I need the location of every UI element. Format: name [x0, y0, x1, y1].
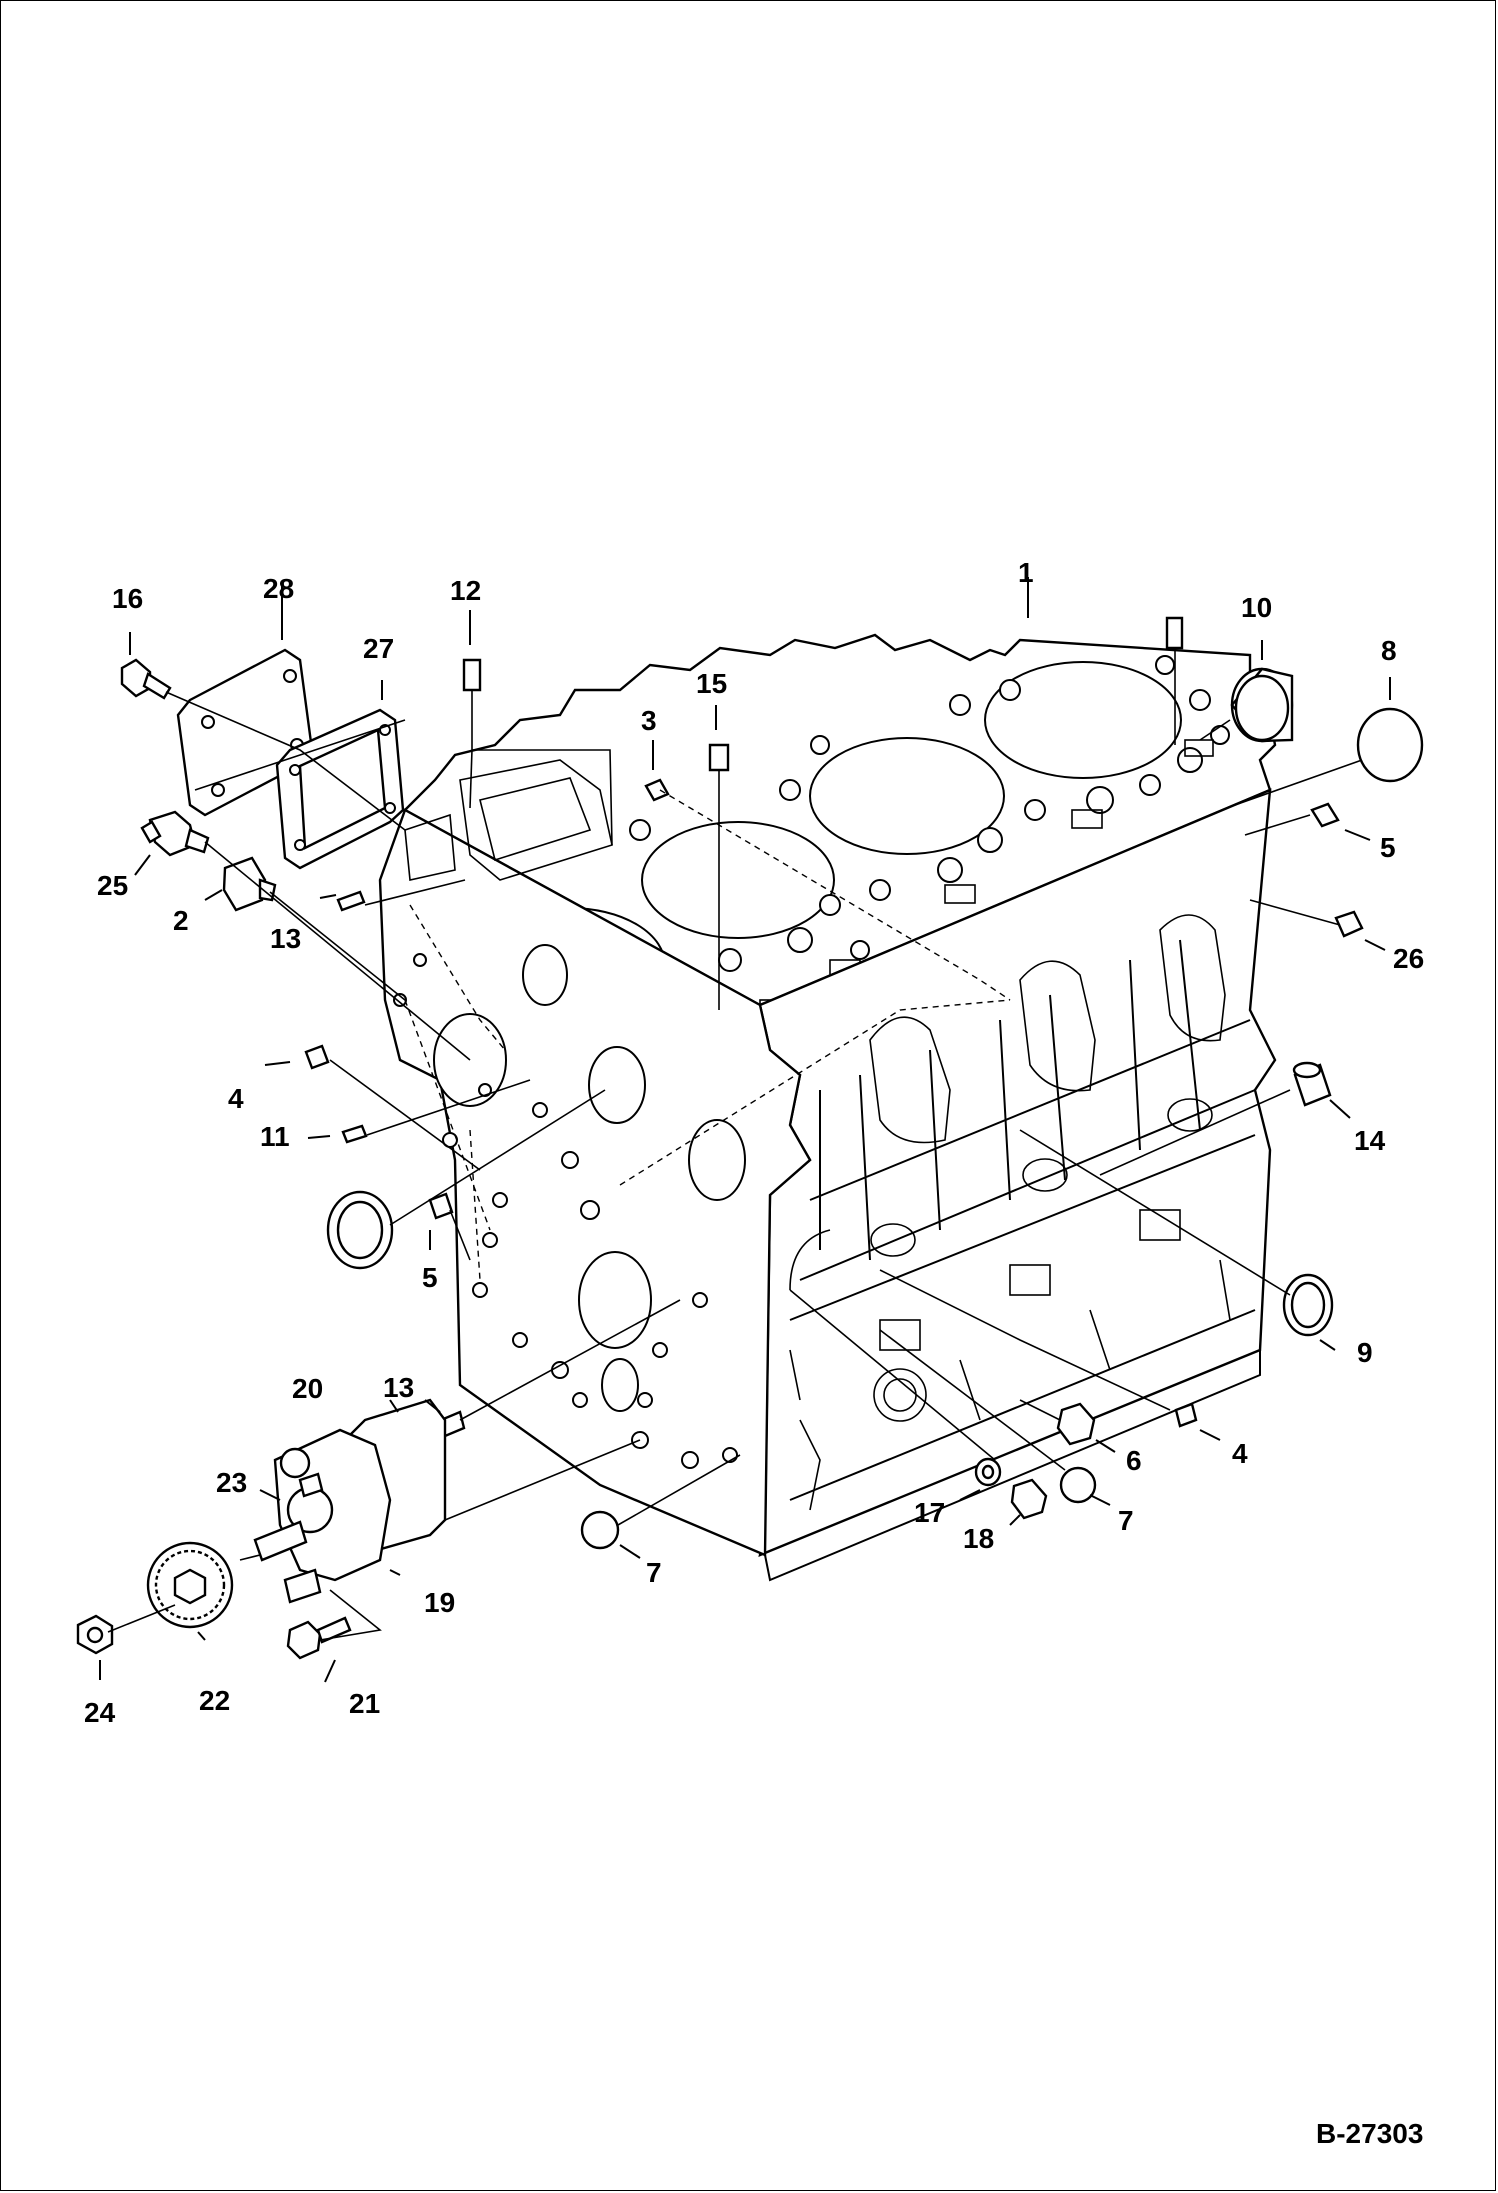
callout-20: 20: [292, 1373, 323, 1404]
part-6-plug: [1056, 1402, 1096, 1446]
part-5-plug-upper: [1310, 802, 1340, 828]
callout-19: 19: [424, 1587, 455, 1618]
part-7-cap-right: [1059, 1466, 1097, 1504]
callout-15: 15: [696, 668, 727, 699]
part-16-bolt: [120, 658, 172, 700]
part-18-plug: [1010, 1478, 1048, 1520]
part-4-plug-left: [304, 1044, 330, 1070]
callout-7-right: 7: [1118, 1505, 1134, 1536]
part-11-pin: [341, 1124, 368, 1144]
part-14-sleeve: [1292, 1061, 1332, 1107]
callout-17: 17: [914, 1497, 945, 1528]
callout-8: 8: [1381, 635, 1397, 666]
part-7-cap-left: [580, 1510, 620, 1550]
callout-6: 6: [1126, 1445, 1142, 1476]
cylinder-block: [378, 633, 1277, 1582]
part-13-pin-upper: [336, 890, 366, 912]
callout-23: 23: [216, 1467, 247, 1498]
part-15-dowel: [708, 743, 730, 772]
callout-4-left: 4: [228, 1083, 244, 1114]
callout-1: 1: [1018, 557, 1034, 588]
callout-5-right: 5: [1380, 832, 1396, 863]
drawing-reference: B-27303: [1316, 2118, 1423, 2149]
cylinder-bore-1: [984, 661, 1182, 779]
callout-21: 21: [349, 1688, 380, 1719]
part-8-disc: [1356, 707, 1424, 783]
part-5-plug-lower: [428, 1192, 454, 1220]
leader-lines: [99, 577, 1391, 1683]
callout-10: 10: [1241, 592, 1272, 623]
part-24-nut: [76, 1614, 114, 1655]
callout-2: 2: [173, 905, 189, 936]
callout-9: 9: [1357, 1337, 1373, 1368]
callout-12: 12: [450, 575, 481, 606]
part-3-plug: [644, 778, 670, 802]
part-22-gear: [146, 1541, 234, 1629]
part-26-plug: [1334, 910, 1364, 938]
callout-27: 27: [363, 633, 394, 664]
callout-13-lower: 13: [383, 1372, 414, 1403]
callout-labels: 1 2 3 4 4 5 5 6 7 7 8 9 10 11 12 13 13 1…: [84, 557, 1424, 2149]
callout-11: 11: [260, 1121, 290, 1152]
callout-28: 28: [263, 573, 294, 604]
callout-7-left: 7: [646, 1557, 662, 1588]
cylinder-bore-3: [641, 821, 835, 939]
part-27-gasket: [275, 708, 405, 870]
part-17-washer: [974, 1457, 1002, 1487]
oil-seal-left: [326, 1190, 394, 1270]
callout-26: 26: [1393, 943, 1424, 974]
callout-4-right: 4: [1232, 1438, 1248, 1469]
cylinder-bore-2: [809, 737, 1005, 855]
part-12-pin: [462, 658, 482, 692]
callout-18: 18: [963, 1523, 994, 1554]
callout-24: 24: [84, 1697, 116, 1728]
callout-3: 3: [641, 705, 657, 736]
callout-13-upper: 13: [270, 923, 301, 954]
part-2-fitting: [222, 856, 277, 912]
dowel-pin-upper-right: [1165, 616, 1184, 650]
callout-14: 14: [1354, 1125, 1386, 1156]
part-4-plug-right: [1174, 1402, 1198, 1428]
part-21-bolt: [286, 1616, 352, 1660]
part-9-seal: [1282, 1273, 1334, 1337]
callout-22: 22: [199, 1685, 230, 1716]
part-10-cap: [1230, 667, 1294, 743]
callout-16: 16: [112, 583, 143, 614]
callout-5-left: 5: [422, 1262, 438, 1293]
callout-25: 25: [97, 870, 128, 901]
part-25-sensor: [140, 810, 210, 857]
part-19-oil-pump: [253, 1398, 447, 1604]
